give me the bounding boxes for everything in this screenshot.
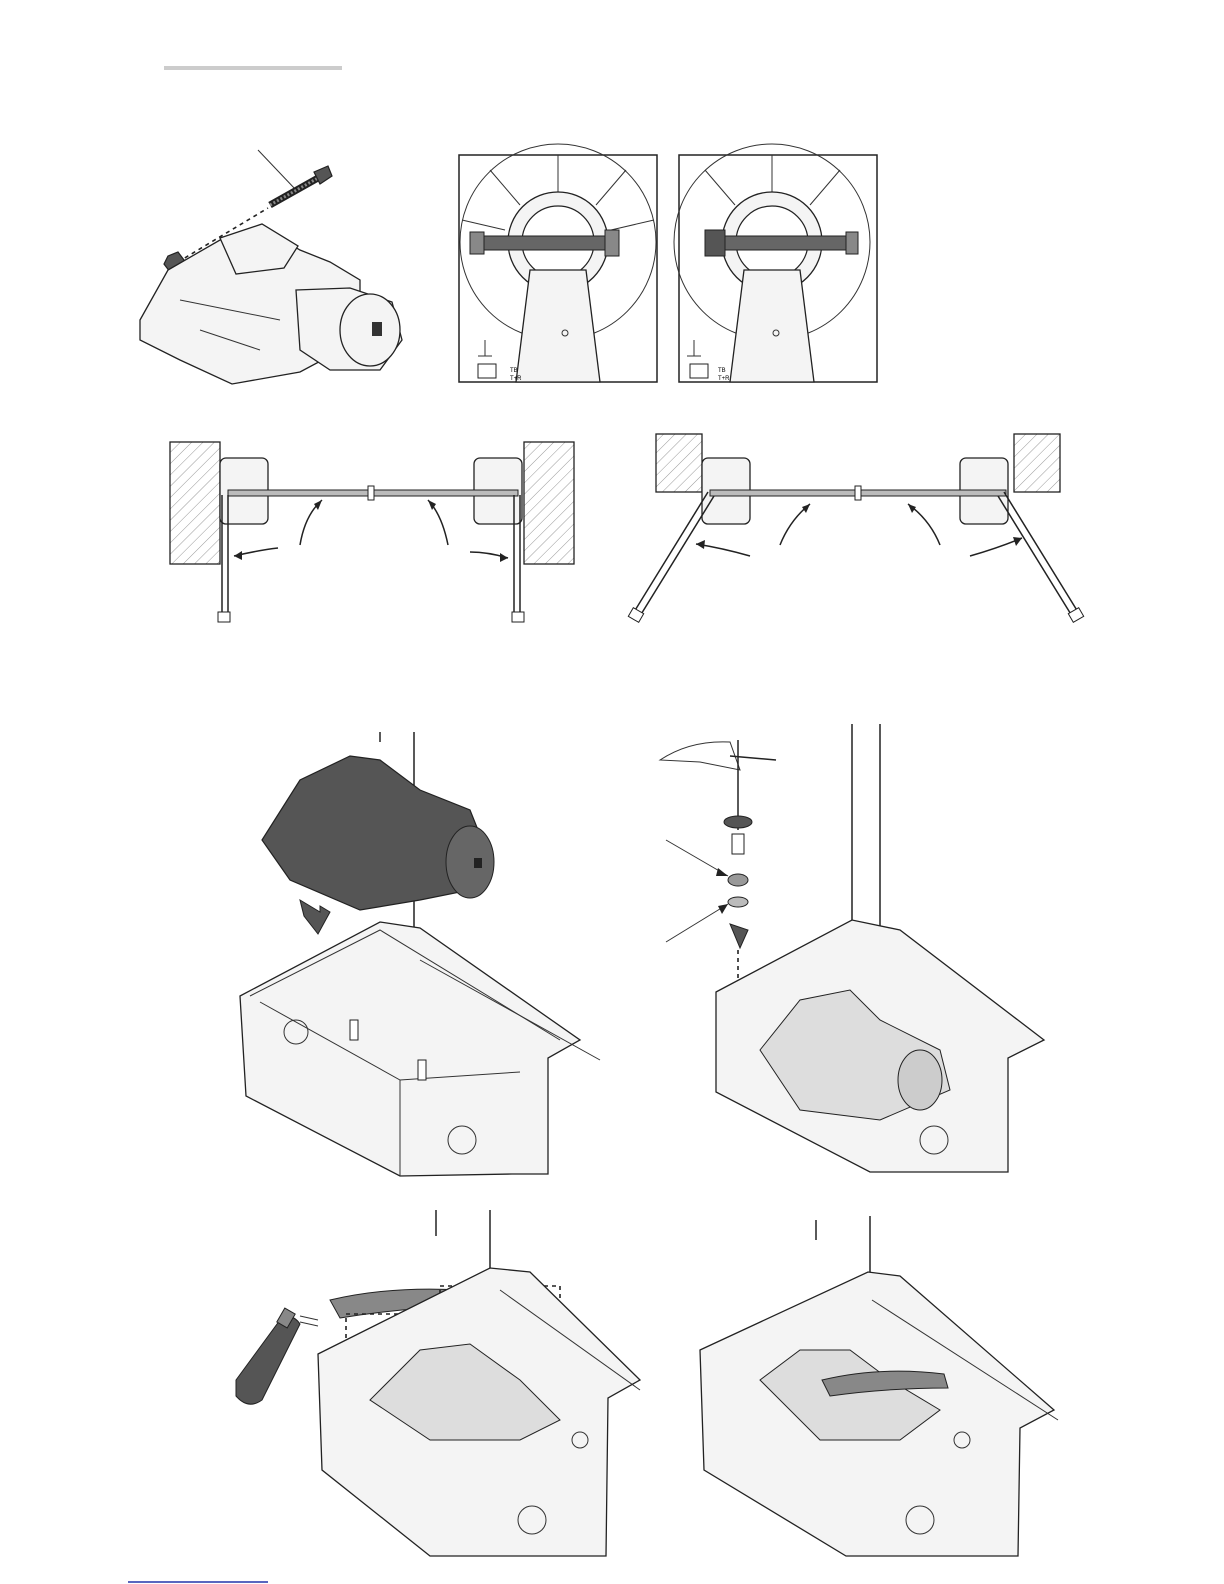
down-arrow-icon <box>300 900 330 934</box>
gate-opening-diagram-left <box>170 442 574 622</box>
gate-opening-diagram-right <box>628 434 1083 622</box>
washer-icon <box>728 897 748 907</box>
lever-lubricant-illustration <box>236 1210 640 1556</box>
shaft-detail-right-panel: TB T+R <box>674 144 877 382</box>
panel-label-top: TB <box>510 368 518 374</box>
spray-can-icon <box>236 1308 318 1404</box>
motor-with-bolt-illustration <box>140 150 402 384</box>
lever-installed-illustration <box>700 1216 1058 1556</box>
shaft-detail-left-panel: TB T+R <box>459 144 657 382</box>
motor-into-box-illustration <box>240 732 600 1176</box>
panel-label-top: TB <box>718 368 726 374</box>
panel-label-bottom: T+R <box>718 376 730 382</box>
motor-fixing-illustration <box>660 724 1044 1172</box>
washer-icon <box>728 874 748 886</box>
panel-label-bottom: T+R <box>510 376 522 382</box>
